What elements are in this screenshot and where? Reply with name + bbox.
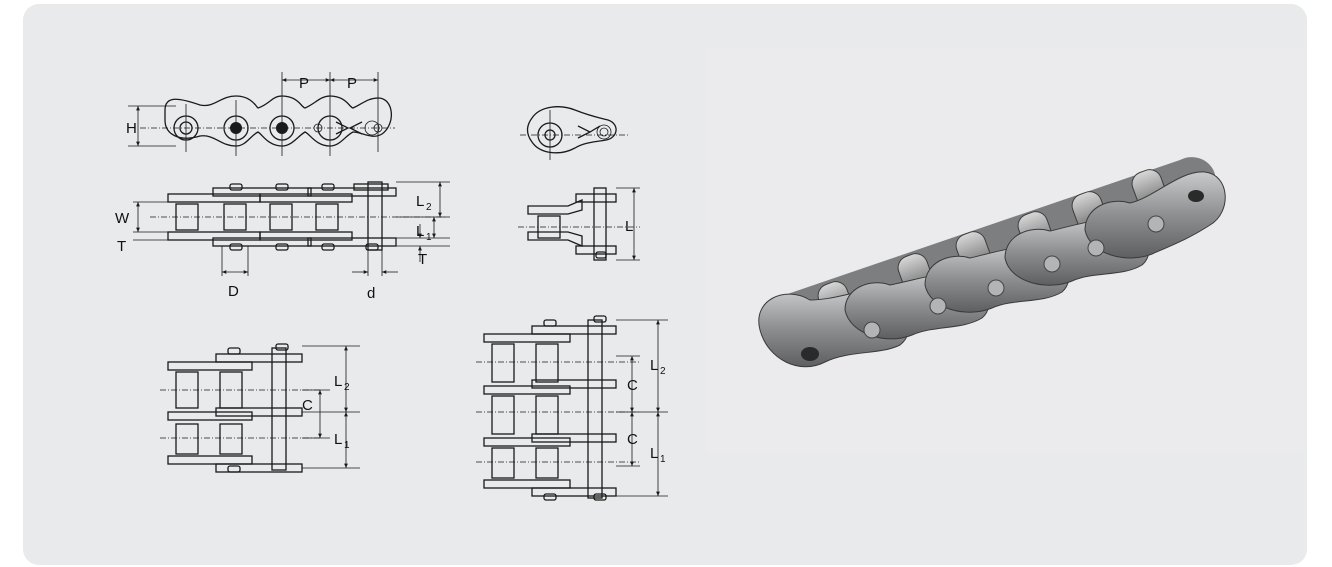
- length-2-subscript: 2: [426, 202, 432, 213]
- pin-diameter-label: d: [367, 285, 375, 302]
- chain-side-view: [128, 72, 395, 156]
- triplex-transverse-pitch-label-2: C: [627, 431, 638, 448]
- length-1-subscript: 1: [426, 232, 432, 243]
- inner-width-label: W: [115, 210, 130, 227]
- offset-link-plan-view: [518, 187, 640, 261]
- duplex-length-1-label: L: [334, 431, 342, 448]
- plate-thickness-label-right: T: [418, 251, 427, 268]
- pitch-label-1: P: [299, 75, 309, 92]
- triplex-length-2-subscript: 2: [660, 366, 666, 377]
- roller-chain-photo: [758, 157, 1226, 368]
- duplex-length-1-subscript: 1: [344, 440, 350, 451]
- roller-diameter-label: D: [228, 283, 239, 300]
- length-1-label: L: [416, 223, 424, 240]
- duplex-chain-view: [160, 343, 360, 473]
- height-label: H: [126, 120, 137, 137]
- length-label: L: [625, 218, 633, 235]
- duplex-length-2-label: L: [334, 373, 342, 390]
- triplex-length-1-subscript: 1: [660, 454, 666, 465]
- length-2-label: L: [416, 193, 424, 210]
- offset-link-side-view: [520, 106, 628, 160]
- triplex-length-1-label: L: [650, 445, 658, 462]
- duplex-transverse-pitch-label: C: [302, 397, 313, 414]
- triplex-transverse-pitch-label-1: C: [627, 377, 638, 394]
- plate-thickness-label-left: T: [117, 238, 126, 255]
- triplex-length-2-label: L: [650, 357, 658, 374]
- duplex-length-2-subscript: 2: [344, 382, 350, 393]
- chain-plan-view: [133, 181, 450, 276]
- pitch-label-2: P: [347, 75, 357, 92]
- triplex-chain-view: [476, 315, 668, 501]
